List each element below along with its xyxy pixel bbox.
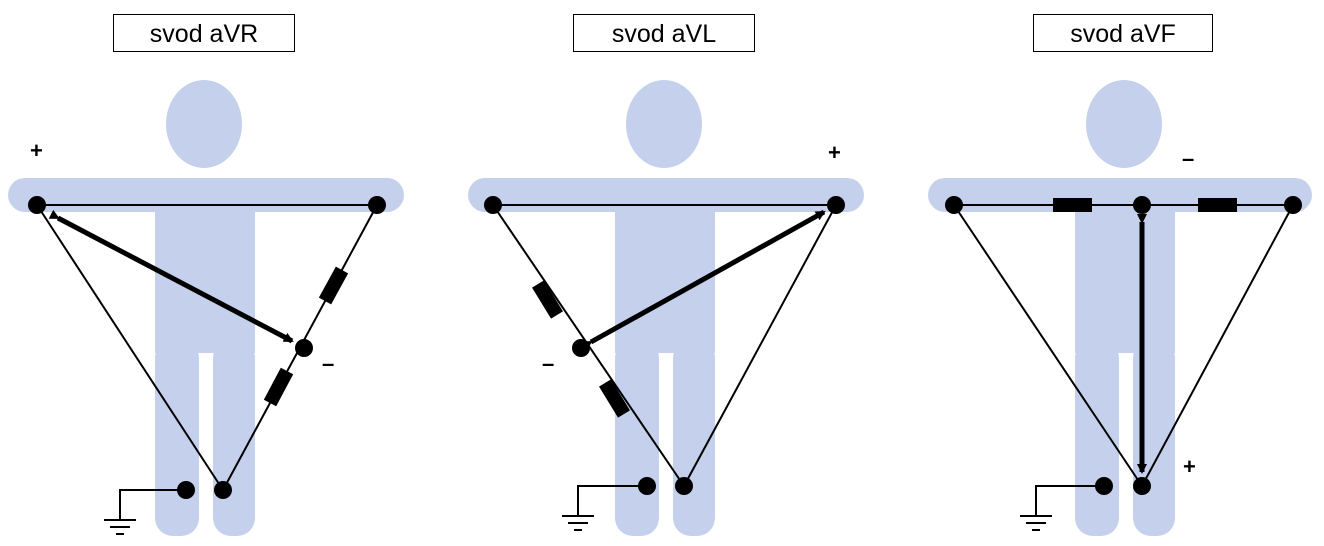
lead-title: svod aVR (113, 14, 295, 52)
central-terminal (1133, 196, 1151, 214)
electrode-right-arm (484, 196, 502, 214)
ground-symbol (1020, 485, 1104, 531)
electrodes (945, 196, 1302, 495)
central-terminal (295, 339, 313, 357)
right-leg (213, 340, 255, 536)
electrode-left-leg (675, 477, 693, 495)
lead-avr-panel: svod aVR + – (0, 0, 440, 546)
electrode-left-leg (1133, 477, 1151, 495)
lead-avl-panel: svod aVL + – (460, 0, 900, 546)
electrode-left-leg (214, 481, 232, 499)
lead-avr-diagram (8, 80, 404, 536)
right-leg (673, 340, 715, 536)
resistors (532, 280, 630, 418)
resistors (263, 266, 349, 407)
electrode-right-arm (28, 196, 46, 214)
left-leg (155, 340, 199, 536)
positive-sign: + (1183, 454, 1196, 479)
resistor (599, 379, 630, 418)
body-silhouette (928, 80, 1312, 536)
resistor (263, 367, 294, 407)
head (166, 80, 242, 168)
positive-sign: + (30, 138, 43, 163)
electrode-left-arm (827, 196, 845, 214)
lead-avl-diagram (468, 80, 864, 536)
electrode-right-arm (945, 196, 963, 214)
lead-title: svod aVF (1033, 14, 1213, 52)
positive-sign: + (828, 140, 841, 165)
lead-vector-arrow (48, 209, 294, 344)
ground-electrode (177, 481, 195, 499)
resistor (532, 280, 563, 319)
resistor (318, 266, 349, 305)
negative-sign: – (322, 351, 335, 376)
electrode-left-arm (1284, 196, 1302, 214)
head (626, 80, 702, 168)
body-silhouette (8, 80, 404, 536)
negative-sign: – (542, 351, 555, 376)
negative-sign: – (1182, 146, 1195, 171)
ground-electrode (638, 477, 656, 495)
lead-title: svod aVL (573, 14, 755, 52)
electrodes (28, 196, 386, 499)
electrodes (484, 196, 845, 495)
lead-avf-panel: svod aVF + – (920, 0, 1324, 546)
lead-avf-diagram (928, 80, 1312, 536)
body-silhouette (468, 80, 864, 536)
head (1086, 80, 1162, 168)
ground-symbol (562, 485, 647, 531)
electrode-left-arm (368, 196, 386, 214)
left-leg (1075, 340, 1119, 536)
lead-vector-arrow (581, 209, 826, 351)
ground-electrode (1095, 477, 1113, 495)
central-terminal (572, 339, 590, 357)
ground-symbol (104, 489, 186, 535)
